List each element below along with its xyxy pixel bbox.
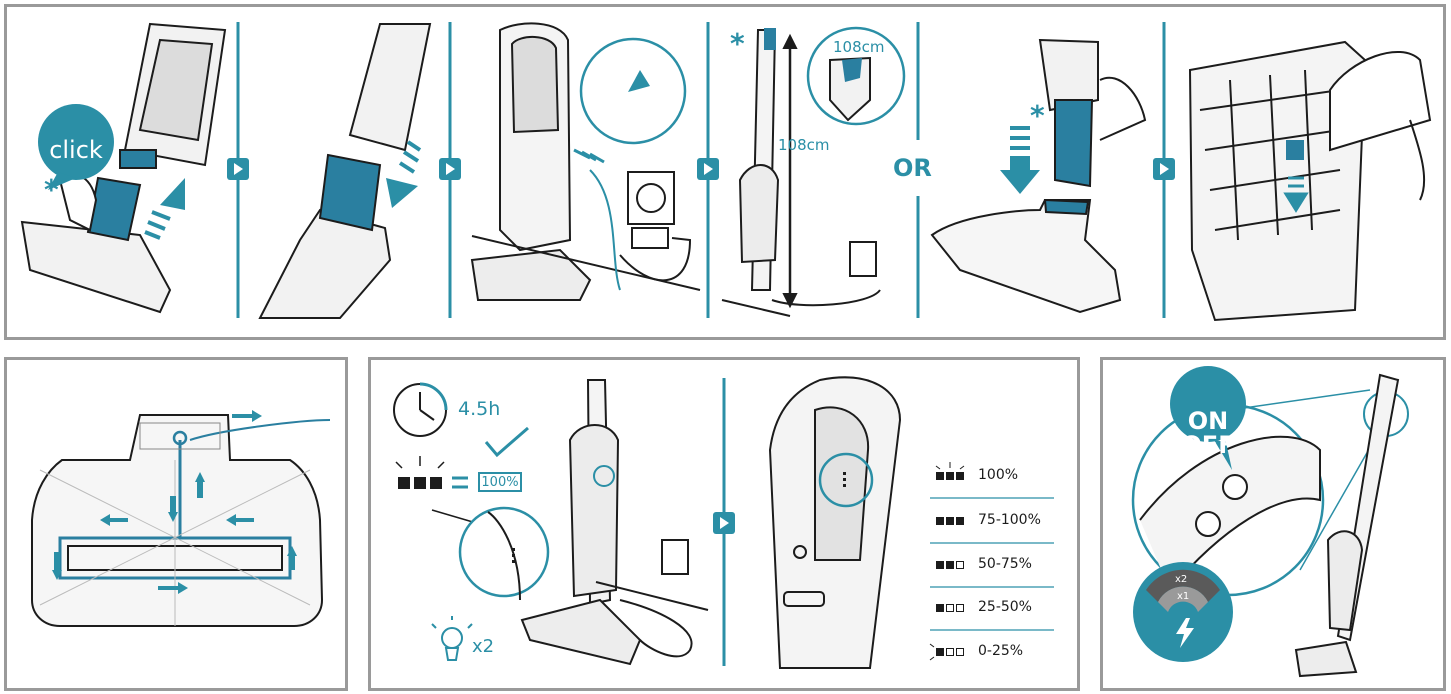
step5-charging-base — [930, 38, 1147, 314]
handle-closeup — [1139, 435, 1321, 591]
check-icon — [484, 426, 529, 458]
lightning-icon — [1176, 618, 1194, 648]
next-arrow-icon — [227, 158, 1175, 534]
full-charge-label: 100% — [478, 472, 522, 492]
level-0-25: 0-25% — [978, 643, 1024, 659]
click-label: click — [49, 136, 103, 164]
down-arrow-icon — [386, 140, 422, 208]
on-off-badge — [1170, 366, 1246, 442]
svg-text:*: * — [1030, 99, 1045, 132]
power-panel — [1100, 357, 1446, 691]
charging-panel — [368, 357, 1080, 691]
svg-text:*: * — [730, 27, 745, 60]
on-off-label: ON OFF — [1170, 400, 1246, 466]
step1-click-battery — [20, 22, 227, 314]
height-label-top: 108cm — [833, 38, 885, 56]
level-25-50: 25-50% — [978, 599, 1032, 615]
charge-time: 4.5h — [458, 398, 501, 420]
down-arrow-icon — [1000, 126, 1040, 194]
level-75-100: 75-100% — [978, 512, 1041, 528]
speed-low-label: x1 — [1177, 591, 1190, 602]
speed-high-label: x2 — [1175, 574, 1188, 585]
or-label: OR — [893, 154, 932, 182]
up-arrow-icon — [144, 178, 185, 240]
step2-insert-battery — [258, 23, 432, 319]
vacuum-closeup — [768, 376, 902, 669]
vacuum-side — [1294, 373, 1400, 678]
led-indicator-full — [398, 477, 442, 489]
click-badge — [38, 104, 114, 180]
level-50-75: 50-75% — [978, 556, 1032, 572]
light-bulb-icon — [431, 616, 473, 661]
battery-level-indicators — [929, 462, 965, 661]
step3-charge — [470, 22, 701, 301]
height-label-side: 108cm — [778, 136, 830, 154]
vacuum-charging — [520, 379, 709, 666]
off-label: OFF — [1181, 431, 1235, 459]
direction-arrow-icon — [52, 410, 297, 594]
light-count-label: x2 — [472, 636, 495, 657]
svg-text:*: * — [44, 173, 59, 206]
level-100: 100% — [978, 467, 1019, 483]
step6-cable-routing — [1188, 40, 1432, 322]
on-label: ON — [1187, 407, 1229, 435]
base-underside-panel — [4, 357, 348, 691]
